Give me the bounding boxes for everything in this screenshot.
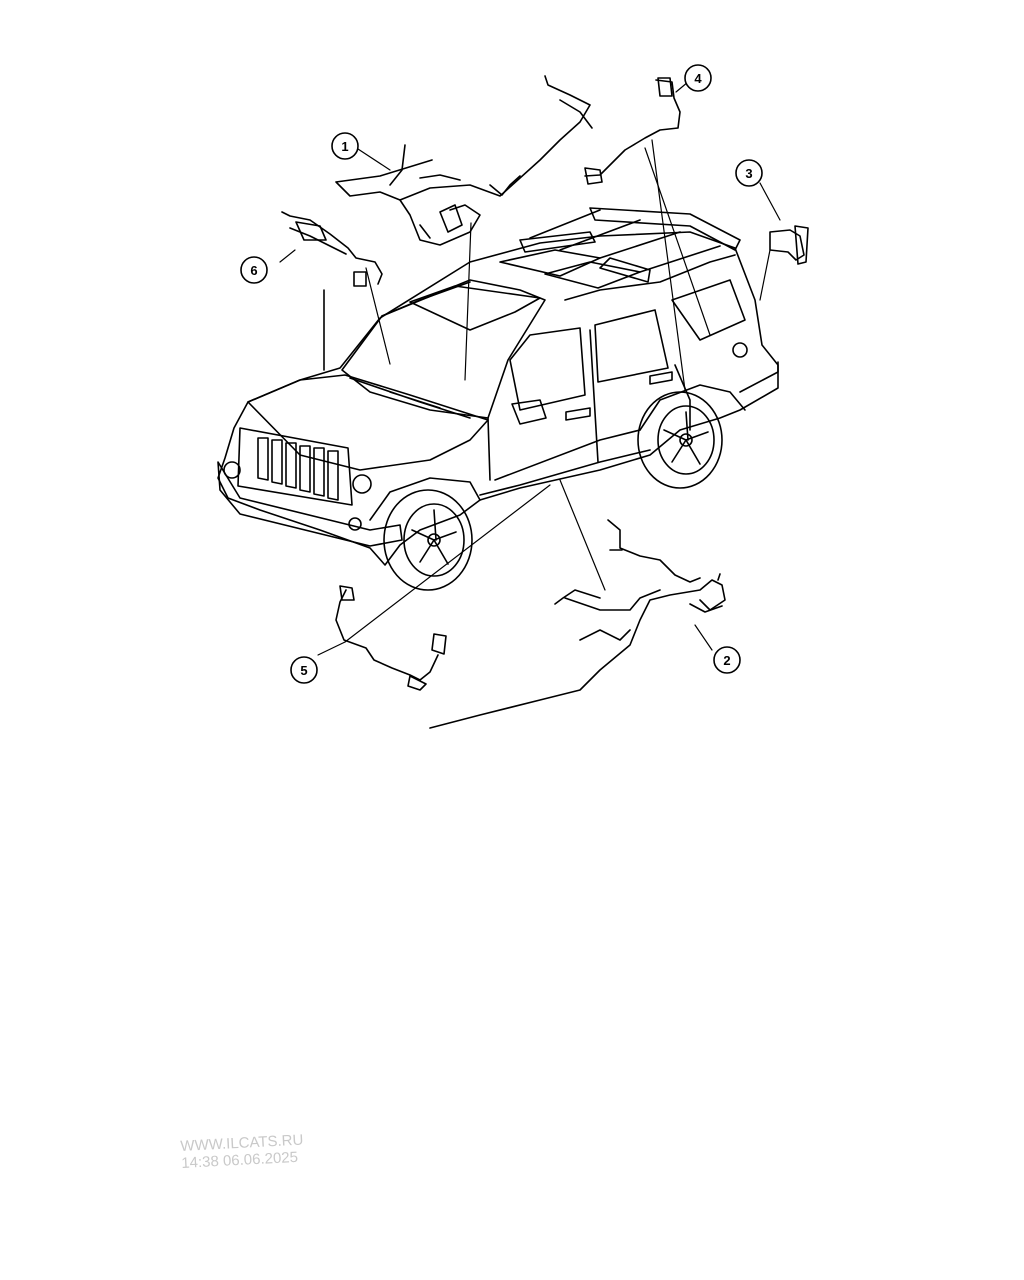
harness-5: [335, 585, 447, 691]
callout-2-label: 2: [723, 653, 730, 668]
rear-door-window: [594, 309, 669, 383]
component-3: [769, 225, 809, 265]
callout-4-label: 4: [694, 71, 702, 86]
callout-1-label: 1: [341, 139, 348, 154]
windshield: [341, 279, 546, 419]
side-mirror: [511, 399, 547, 425]
callout-6-label: 6: [250, 263, 257, 278]
vehicle-body-outline: [217, 231, 779, 566]
leader-lines: [279, 81, 781, 656]
callout-4: 4: [684, 64, 712, 92]
vehicle-illustration: [217, 207, 779, 591]
front-grille: [237, 427, 353, 506]
watermark: WWW.ILCATS.RU 14:38 06.06.2025: [180, 1132, 305, 1172]
roof-rack: [519, 207, 741, 253]
rear-quarter-window: [671, 279, 746, 341]
front-wheel: [383, 489, 473, 591]
front-door-window: [509, 327, 586, 411]
rear-wheel: [637, 391, 723, 489]
callout-2: 2: [713, 646, 741, 674]
harness-1: [335, 75, 593, 246]
harness-4: [584, 77, 681, 185]
hood: [247, 374, 489, 471]
callout-3-label: 3: [745, 166, 752, 181]
callout-6: 6: [240, 256, 268, 284]
harness-6: [281, 211, 383, 287]
harness-2: [429, 519, 726, 729]
sunroof-front: [409, 285, 541, 331]
front-bumper: [217, 461, 403, 547]
callout-5: 5: [290, 656, 318, 684]
callout-1: 1: [331, 132, 359, 160]
callout-5-label: 5: [300, 663, 307, 678]
callout-3: 3: [735, 159, 763, 187]
